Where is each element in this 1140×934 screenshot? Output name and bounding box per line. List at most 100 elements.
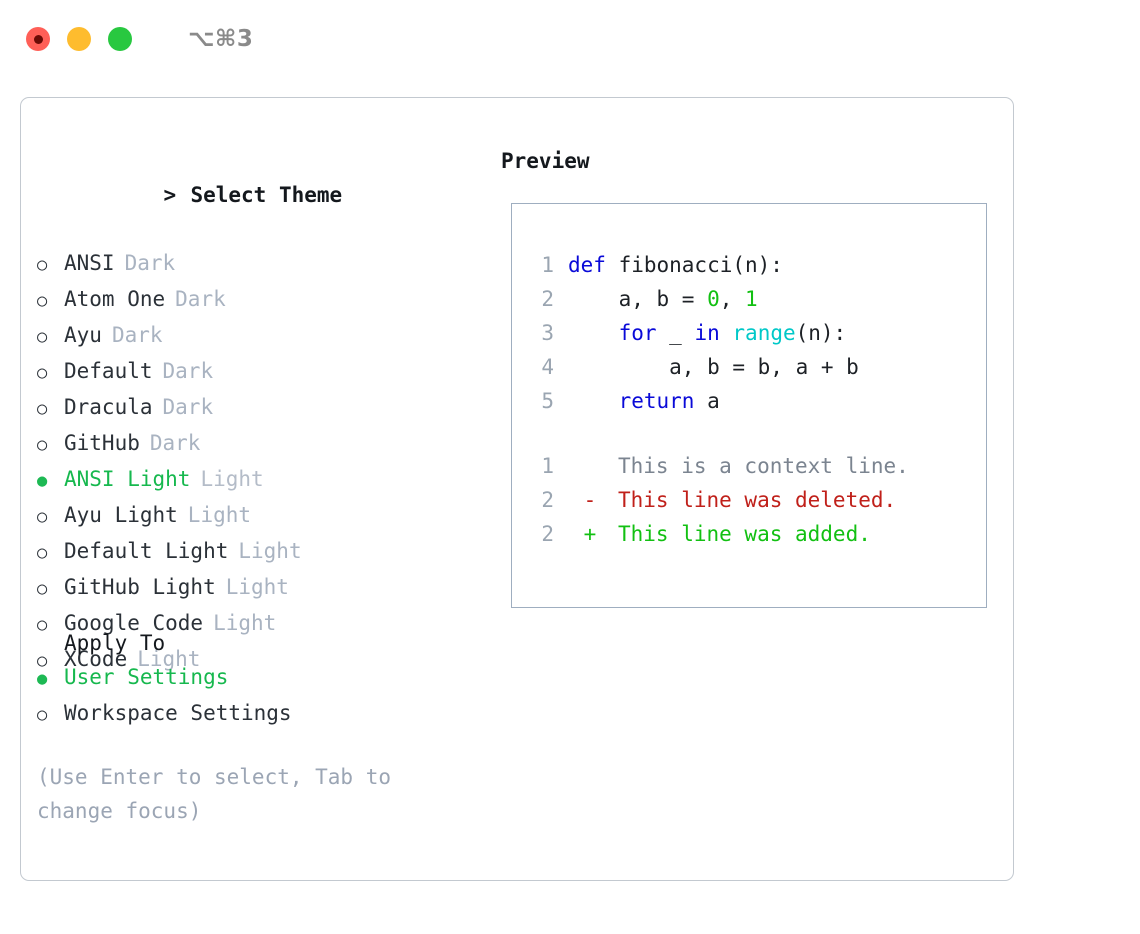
title-bar: ⌥⌘3 [0, 0, 1140, 78]
keyboard-shortcut-label: ⌥⌘3 [188, 26, 254, 52]
code-line-number: 2 [541, 287, 554, 311]
theme-option-tag: Dark [149, 431, 201, 455]
apply-to-option-list: ●User Settings ○ Workspace Settings [37, 660, 477, 732]
theme-option-label: ANSI Light [64, 467, 191, 491]
theme-option-default[interactable]: ○ Default Dark [37, 354, 477, 390]
theme-option-tag: Dark [162, 359, 214, 383]
radio-selected-icon: ● [37, 471, 48, 491]
theme-option-label: GitHub Light [64, 575, 216, 599]
caret-icon: > [163, 183, 177, 207]
theme-option-tag: Light [213, 611, 277, 635]
theme-option-ansi-light[interactable]: ● ANSI Light Light [37, 462, 477, 498]
theme-option-ansi[interactable]: ○ ANSI Dark [37, 246, 477, 282]
theme-option-label: Default [64, 359, 153, 383]
theme-option-atom-one[interactable]: ○ Atom One Dark [37, 282, 477, 318]
apply-to-option-label: User Settings [64, 665, 229, 689]
radio-unselected-icon: ○ [37, 327, 48, 347]
theme-option-tag: Light [187, 503, 252, 527]
theme-option-label: ANSI [64, 251, 115, 275]
preview-title: Preview [501, 149, 590, 173]
diff-line-content: This line was deleted. [618, 488, 897, 512]
apply-to-heading: Apply To [64, 631, 166, 655]
minimize-icon[interactable] [67, 27, 91, 51]
code-line: 5 return a [528, 384, 980, 418]
diff-line-content: This is a context line. [618, 454, 909, 478]
select-theme-heading: > Select Theme [37, 144, 477, 246]
code-line-number: 3 [541, 321, 554, 345]
theme-option-tag: Dark [175, 287, 226, 311]
code-line-content: a, b = 0, 1 [568, 282, 758, 316]
keyboard-hint-text: (Use Enter to select, Tab to change focu… [37, 765, 404, 823]
radio-unselected-icon: ○ [37, 615, 48, 635]
theme-option-default-light[interactable]: ○ Default Light Light [37, 534, 477, 570]
theme-option-dracula[interactable]: ○ Dracula Dark [37, 390, 477, 426]
apply-to-option-workspace-settings[interactable]: ○ Workspace Settings [37, 696, 477, 732]
theme-option-tag: Light [137, 647, 201, 671]
select-theme-title: Select Theme [190, 183, 343, 207]
code-token-kw: def [568, 253, 619, 277]
code-line-number: 5 [541, 389, 554, 413]
code-token-pl: , [719, 287, 746, 311]
theme-option-label: Google Code [64, 611, 204, 635]
code-token-pl: a, b = [568, 287, 708, 311]
radio-unselected-icon: ○ [37, 399, 48, 419]
radio-unselected-icon: ○ [37, 507, 48, 527]
maximize-icon[interactable] [108, 27, 132, 51]
code-line: 2 a, b = 0, 1 [528, 282, 980, 316]
close-icon[interactable] [26, 27, 50, 51]
apply-to-option-user-settings[interactable]: ●User Settings [37, 660, 477, 696]
code-line-content: def fibonacci(n): [568, 248, 783, 282]
diff-line-number: 1 [541, 454, 554, 478]
radio-unselected-icon: ○ [37, 435, 48, 455]
radio-unselected-icon: ○ [37, 705, 48, 725]
code-token-pl: (n): [795, 321, 847, 345]
radio-unselected-icon: ○ [37, 363, 48, 383]
theme-option-label: Ayu [64, 323, 102, 347]
diff-marker-icon [568, 449, 612, 483]
code-line-number: 4 [541, 355, 554, 379]
theme-option-tag: Light [238, 539, 302, 563]
theme-option-tag: Light [200, 467, 264, 491]
code-token-pl [568, 321, 619, 345]
code-line-content: a, b = b, a + b [568, 350, 859, 384]
theme-option-ayu[interactable]: ○ Ayu Dark [37, 318, 477, 354]
theme-option-tag: Dark [124, 251, 176, 275]
theme-option-label: XCode [64, 647, 128, 671]
radio-unselected-icon: ○ [37, 543, 48, 563]
code-token-kw: return [618, 389, 695, 413]
apply-to-option-label: Workspace Settings [64, 701, 292, 725]
radio-unselected-icon: ○ [37, 255, 48, 275]
theme-option-tag: Dark [162, 395, 214, 419]
code-token-pl: a [694, 389, 720, 413]
theme-option-ayu-light[interactable]: ○ Ayu Light Light [37, 498, 477, 534]
theme-option-label: Default Light [64, 539, 229, 563]
theme-option-label: Ayu Light [64, 503, 178, 527]
theme-option-label: Dracula [64, 395, 153, 419]
theme-option-label: Atom One [64, 287, 166, 311]
theme-option-label: GitHub [64, 431, 140, 455]
code-token-fn: range [732, 321, 796, 345]
code-token-num: 0 [707, 287, 720, 311]
code-token-pl: fibonacci(n): [618, 253, 783, 277]
diff-marker-icon: + [583, 522, 597, 546]
code-line-content: return a [568, 384, 720, 418]
diff-line-content: This line was added. [618, 522, 871, 546]
apply-to-group: Apply To ●User Settings ○ Workspace Settin… [37, 626, 477, 732]
radio-unselected-icon: ○ [37, 579, 48, 599]
theme-option-tag: Dark [111, 323, 163, 347]
theme-option-github[interactable]: ○ GitHub Dark [37, 426, 477, 462]
diff-line-del: 2-This line was deleted. [528, 483, 980, 517]
radio-unselected-icon: ○ [37, 291, 48, 311]
code-line: 3 for _ in range(n): [528, 316, 980, 350]
theme-option-google-code[interactable]: ○ Google Code Light [37, 606, 477, 642]
code-token-pl: _ [656, 321, 695, 345]
